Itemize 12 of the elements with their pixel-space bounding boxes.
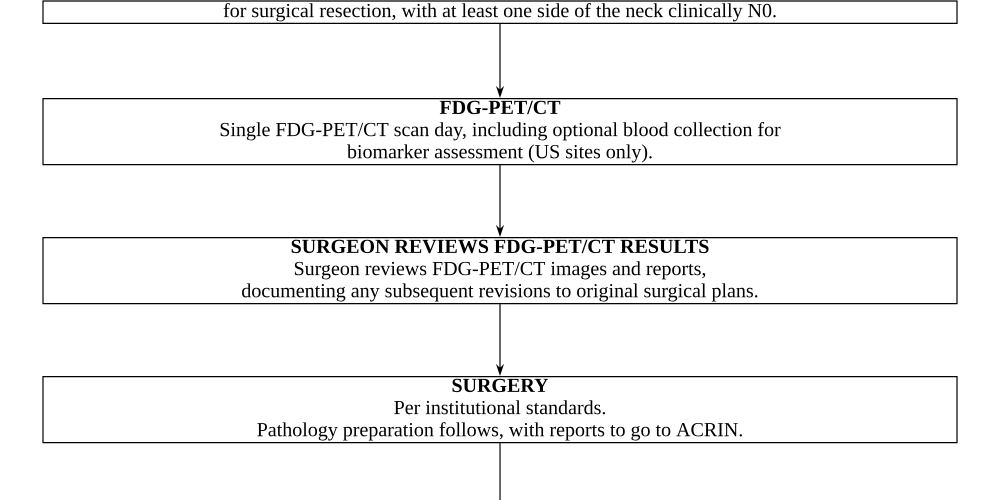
process-box bbox=[42, 98, 958, 166]
description: Per institutional standards. bbox=[394, 400, 606, 414]
heading: SURGERY bbox=[452, 378, 548, 392]
description: Pathology preparation follows, with reports to go to ACRIN. bbox=[257, 422, 742, 440]
heading: SURGEON REVIEWS FDG-PET/CT RESULTS bbox=[292, 240, 709, 254]
process-box bbox=[42, 237, 958, 304]
description: Single FDG-PET/CT scan day, including optional blood collection for biomarker assessment (US sites only). bbox=[220, 122, 781, 162]
description: for surgical resection, with at least one side of the neck clinically N0. bbox=[224, 3, 776, 22]
process-box bbox=[42, 376, 958, 444]
description: Surgeon reviews FDG-PET/CT images and reports, documenting any subsequent revisions to original surgical plans. bbox=[242, 261, 758, 302]
heading: FDG-PET/CT bbox=[440, 100, 560, 114]
process-box bbox=[42, 0, 958, 24]
